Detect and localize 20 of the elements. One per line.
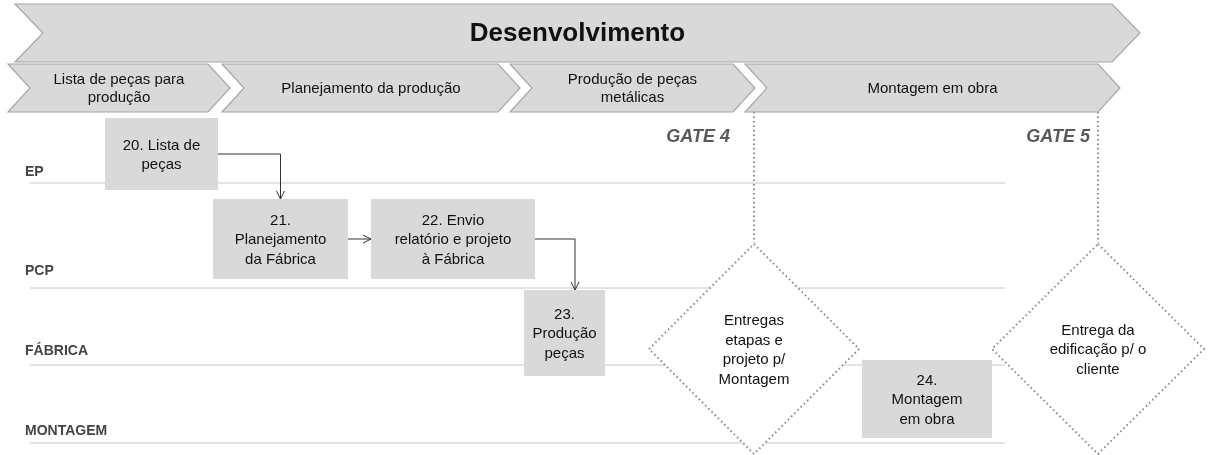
process-box: 21. Planejamento da Fábrica [213,199,348,279]
phase-banner: Produção de peças metálicas [510,64,755,112]
process-box: 22. Envio relatório e projeto à Fábrica [371,199,535,279]
arrow [347,234,372,244]
lane-label: PCP [25,262,54,278]
arrow [217,153,285,200]
phase-banner: Montagem em obra [745,64,1120,112]
arrow [534,238,580,291]
gate-label: GATE 5 [1025,126,1090,147]
lane-label: EP [25,163,44,179]
gate-diamond: Entregas etapas e projeto p/ Montagem [648,243,860,455]
lane-label: MONTAGEM [25,422,108,438]
lane-label: FÁBRICA [25,342,88,358]
process-box: 20. Lista de peças [105,118,218,190]
gate-label: GATE 4 [665,126,730,147]
phase-banner: Lista de peças para produção [8,64,230,112]
process-box: 23. Produção peças [524,290,605,376]
phase-banner: Planejamento da produção [222,64,520,112]
process-box: 24. Montagem em obra [862,360,992,438]
gate-diamond: Entrega da edificação p/ o cliente [991,243,1205,455]
